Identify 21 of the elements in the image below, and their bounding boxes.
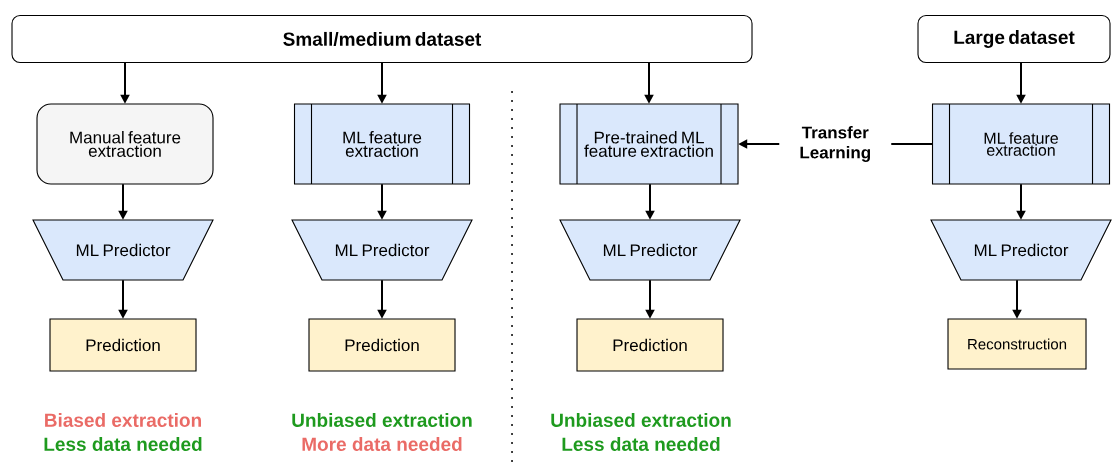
note-text: More data needed (302, 437, 462, 451)
note-text: Unbiased extraction (551, 413, 731, 427)
note-text: Less data needed (44, 437, 202, 451)
dataset-box: Large dataset (917, 14, 1111, 64)
edge-label: Transfer Learning (779, 125, 892, 163)
output-box: Prediction (308, 318, 456, 372)
output-box: Reconstruction (947, 318, 1087, 370)
predictor-trapezoid: ML Predictor (32, 219, 214, 281)
predictor-trapezoid: ML Predictor (930, 219, 1112, 281)
predefined-process-box: Pre-trained ML feature extraction (559, 103, 739, 185)
predictor-trapezoid: ML Predictor (559, 219, 741, 281)
output-box: Prediction (576, 318, 724, 372)
dataset-box: Small/medium dataset (11, 14, 753, 64)
predefined-process-box: ML feature extraction (293, 103, 471, 185)
process-box: Manual feature extraction (36, 103, 214, 185)
note-text: Biased extraction (45, 413, 201, 427)
note-text: Unbiased extraction (292, 413, 472, 427)
note-text: Less data needed (562, 437, 720, 451)
predictor-trapezoid: ML Predictor (291, 219, 473, 281)
output-box: Prediction (49, 318, 197, 372)
predefined-process-box: ML feature extraction (931, 103, 1111, 185)
